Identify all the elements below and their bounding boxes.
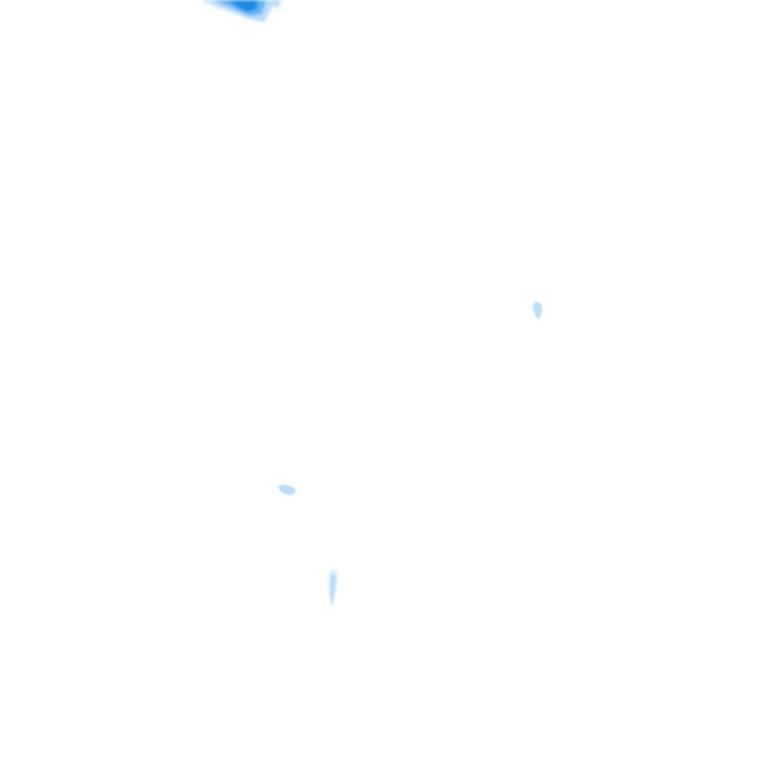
splash-shape	[278, 484, 296, 495]
blue-drop-left	[278, 484, 296, 495]
blue-streak-bottom	[328, 569, 338, 610]
splash-shape	[272, 0, 282, 8]
blue-splash-top	[200, 0, 282, 22]
splash-shape	[329, 573, 336, 604]
splash-shape	[532, 301, 543, 320]
blue-drop-right	[532, 301, 543, 320]
splash-shape	[228, 0, 258, 12]
